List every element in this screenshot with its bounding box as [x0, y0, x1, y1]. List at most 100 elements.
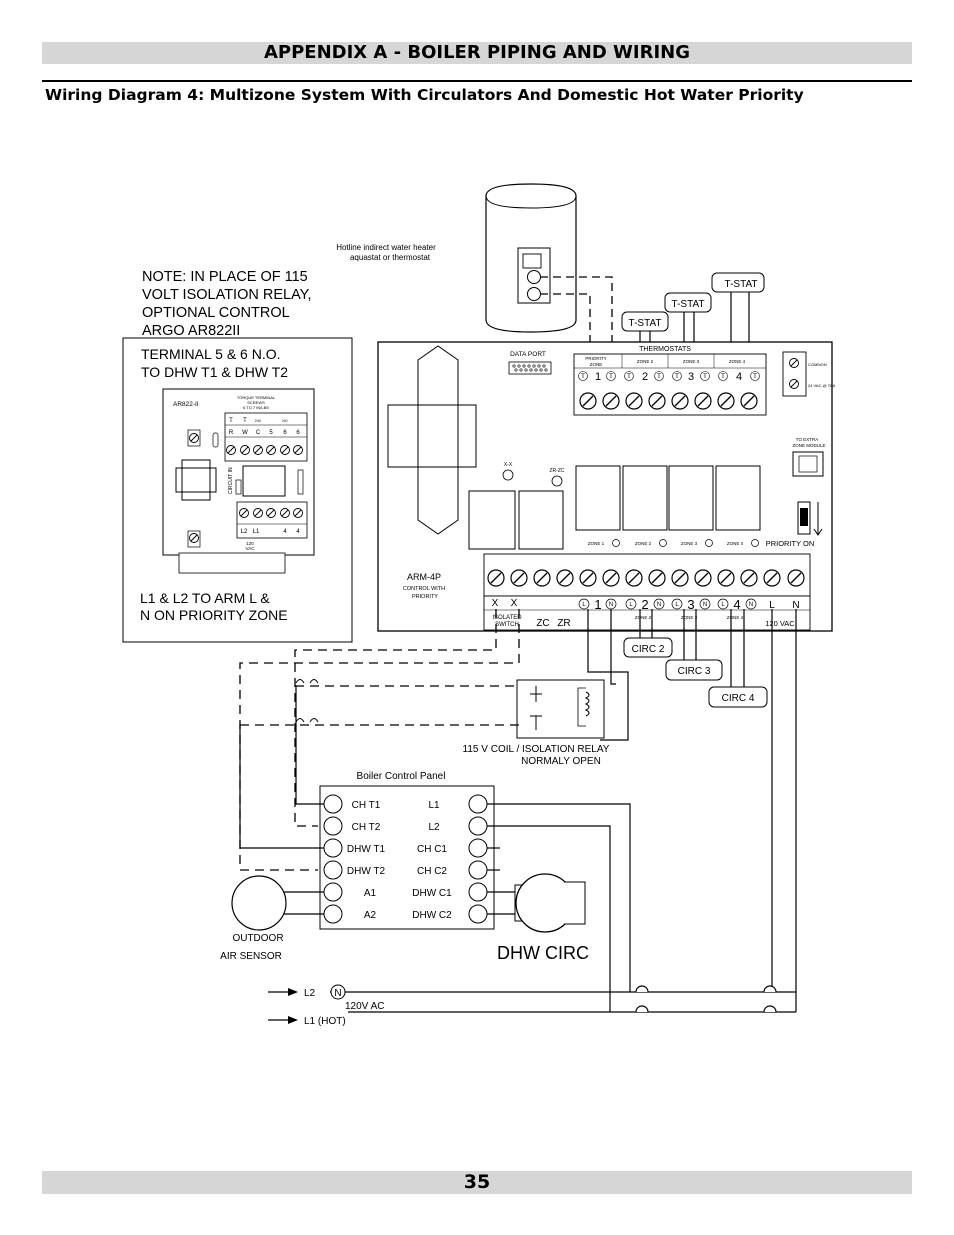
svg-text:6: 6	[283, 430, 287, 436]
svg-text:ZONE 4: ZONE 4	[729, 359, 746, 364]
svg-text:24 VAC @ TAA: 24 VAC @ TAA	[808, 383, 836, 388]
svg-text:L: L	[721, 602, 725, 608]
circ-3-label: CIRC 3	[665, 659, 723, 681]
priority-zone-note: L1 & L2 TO ARM L & N ON PRIORITY ZONE	[140, 590, 288, 623]
subtitle-rule	[42, 80, 912, 82]
svg-text:CH C2: CH C2	[417, 866, 447, 877]
svg-text:N: N	[703, 602, 707, 608]
svg-text:VAC: VAC	[246, 546, 256, 551]
svg-text:PRIORITY ON: PRIORITY ON	[766, 539, 815, 548]
svg-text:ZONE: ZONE	[590, 362, 603, 367]
svg-text:AIR SENSOR: AIR SENSOR	[220, 951, 282, 962]
svg-text:2: 2	[642, 371, 648, 383]
svg-text:L2: L2	[241, 529, 248, 535]
ar822-box	[122, 337, 353, 643]
svg-text:L2: L2	[428, 822, 440, 833]
svg-text:THERMOSTATS: THERMOSTATS	[639, 346, 691, 353]
svg-text:VOLT ISOLATION RELAY,: VOLT ISOLATION RELAY,	[142, 287, 312, 303]
svg-text:X: X	[511, 598, 518, 609]
svg-text:X: X	[492, 598, 499, 609]
svg-text:DHW T2: DHW T2	[347, 866, 386, 877]
svg-text:3: 3	[688, 371, 694, 383]
svg-text:NOTE: IN PLACE OF 115: NOTE: IN PLACE OF 115	[142, 269, 308, 285]
svg-text:AR822-II: AR822-II	[173, 401, 199, 408]
svg-text:OPTIONAL CONTROL: OPTIONAL CONTROL	[142, 305, 290, 321]
svg-text:R: R	[229, 430, 234, 436]
svg-text:2: 2	[641, 597, 648, 612]
circ-4-label: CIRC 4	[708, 686, 768, 708]
svg-text:6: 6	[296, 430, 300, 436]
svg-text:DHW T1: DHW T1	[347, 844, 386, 855]
svg-text:CH T1: CH T1	[352, 800, 381, 811]
svg-text:CIRCUIT IN: CIRCUIT IN	[228, 467, 234, 494]
svg-text:L: L	[675, 602, 679, 608]
svg-text:24V: 24V	[255, 419, 262, 423]
ar822-board: AR822-II TORQUE TERMINAL SCREWS 6 TO 7 I…	[162, 388, 315, 574]
svg-text:Boiler Control Panel: Boiler Control Panel	[357, 771, 446, 782]
svg-text:3: 3	[687, 597, 694, 612]
circ-2-label: CIRC 2	[623, 637, 673, 658]
svg-text:NO: NO	[282, 419, 288, 423]
svg-text:L1: L1	[428, 800, 440, 811]
arm-4p-control-board: DATA PORT THERMOSTATS PRIORITY ZONE ZONE…	[377, 341, 836, 632]
svg-text:ZONE 2: ZONE 2	[635, 615, 652, 620]
svg-text:DHW C2: DHW C2	[412, 910, 452, 921]
svg-text:A2: A2	[364, 910, 377, 921]
svg-text:Hotline indirect water heater: Hotline indirect water heater	[336, 243, 436, 252]
svg-text:L: L	[769, 600, 775, 611]
thermostat-tstat-4: T-STAT	[711, 272, 765, 370]
svg-text:L1: L1	[253, 529, 260, 535]
svg-text:120: 120	[246, 541, 254, 546]
svg-text:CIRC 2: CIRC 2	[632, 644, 665, 655]
svg-text:SCREWS: SCREWS	[247, 400, 265, 405]
svg-text:CH T2: CH T2	[352, 822, 381, 833]
svg-text:N: N	[792, 600, 799, 611]
wire-crossover-hops	[635, 985, 777, 1013]
svg-text:TORQUE TERMINAL: TORQUE TERMINAL	[237, 395, 276, 400]
svg-text:T: T	[657, 373, 661, 380]
svg-text:DHW CIRC: DHW CIRC	[497, 943, 589, 963]
svg-text:ZR-ZC: ZR-ZC	[550, 468, 565, 474]
svg-text:ISOLATED: ISOLATED	[492, 615, 522, 621]
svg-text:T: T	[229, 418, 233, 424]
svg-text:T: T	[581, 373, 585, 380]
svg-text:TERMINAL 5 & 6 N.O.: TERMINAL 5 & 6 N.O.	[141, 346, 281, 362]
svg-text:N ON PRIORITY ZONE: N ON PRIORITY ZONE	[140, 607, 288, 623]
svg-text:SWITCH: SWITCH	[495, 622, 519, 628]
svg-text:W: W	[242, 430, 248, 436]
boiler-control-panel: Boiler Control Panel CH T1 CH T2 DHW T1 …	[319, 771, 495, 930]
circulator-wires	[587, 609, 797, 1012]
svg-text:N: N	[334, 988, 341, 999]
svg-text:A1: A1	[364, 888, 377, 899]
svg-text:6 TO 7 IN/LBS: 6 TO 7 IN/LBS	[243, 405, 269, 410]
svg-text:ZONE 2: ZONE 2	[637, 359, 654, 364]
page-number: 35	[42, 1171, 912, 1194]
diagram-subtitle: Wiring Diagram 4: Multizone System With …	[45, 86, 804, 104]
svg-text:DATA PORT: DATA PORT	[510, 351, 546, 358]
dhw-circulator-pump: DHW CIRC	[497, 873, 589, 963]
indirect-water-heater: Hotline indirect water heater aquastat o…	[336, 183, 577, 333]
svg-text:C: C	[256, 430, 261, 436]
svg-text:aquastat or thermostat: aquastat or thermostat	[350, 253, 431, 262]
svg-text:CONTROL WITH: CONTROL WITH	[403, 586, 445, 592]
svg-text:ZONE 3: ZONE 3	[681, 615, 698, 620]
svg-text:4: 4	[296, 529, 300, 535]
svg-text:ZONE 2: ZONE 2	[635, 541, 652, 546]
svg-text:COMMON: COMMON	[808, 362, 827, 367]
svg-text:ZC: ZC	[536, 618, 549, 629]
dashed-control-wires	[239, 609, 520, 871]
svg-text:ZONE MODULE: ZONE MODULE	[792, 443, 825, 448]
svg-text:N: N	[749, 602, 753, 608]
svg-text:T: T	[627, 373, 631, 380]
svg-text:T-STAT: T-STAT	[672, 299, 705, 310]
svg-text:4: 4	[283, 529, 287, 535]
svg-text:120 VAC: 120 VAC	[765, 619, 795, 628]
outdoor-air-sensor: OUTDOOR AIR SENSOR	[220, 875, 287, 962]
optional-control-note: NOTE: IN PLACE OF 115 VOLT ISOLATION REL…	[142, 269, 312, 339]
svg-text:T-STAT: T-STAT	[629, 318, 662, 329]
appendix-header: APPENDIX A - BOILER PIPING AND WIRING	[42, 42, 912, 64]
svg-text:ARGO AR822II: ARGO AR822II	[142, 323, 240, 339]
svg-text:115 V COIL / ISOLATION RELAY: 115 V COIL / ISOLATION RELAY	[463, 744, 610, 755]
svg-text:5: 5	[269, 430, 273, 436]
